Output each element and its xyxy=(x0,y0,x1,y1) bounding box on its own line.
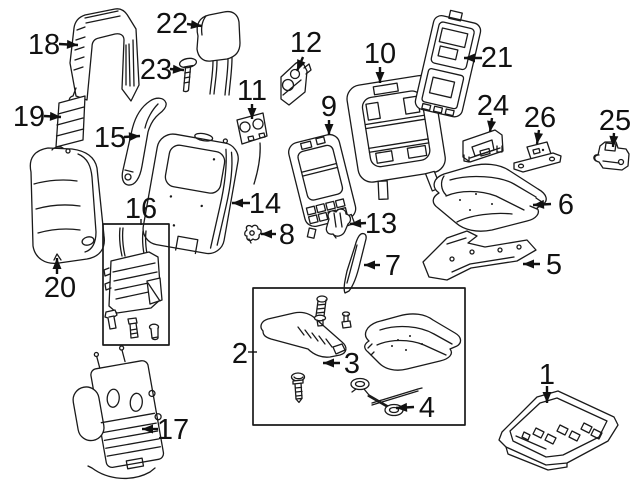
callout-arrowhead-24 xyxy=(487,120,497,132)
part-11-drawing xyxy=(236,112,268,185)
callout-label-10: 10 xyxy=(364,38,396,70)
callout-arrowhead-20 xyxy=(52,258,62,269)
boxed-cushion-drawing xyxy=(364,313,462,371)
callout-label-19: 19 xyxy=(13,101,45,133)
callout-label-23: 23 xyxy=(140,54,172,86)
callout-arrowhead-8 xyxy=(261,229,272,239)
callout-label-14: 14 xyxy=(249,188,281,220)
callout-arrowhead-19 xyxy=(49,111,61,121)
group-2-box xyxy=(252,287,466,426)
callout-arrowhead-25 xyxy=(609,135,619,147)
part-8-drawing xyxy=(244,224,262,244)
callout-arrowhead-14 xyxy=(232,198,243,208)
callout-arrowhead-11 xyxy=(247,108,257,119)
callout-label-24: 24 xyxy=(477,90,509,122)
part-18-drawing xyxy=(68,8,140,105)
part-7-drawing xyxy=(343,232,367,294)
callout-label-20: 20 xyxy=(44,272,76,304)
part-25-drawing xyxy=(593,141,630,171)
part-20-drawing xyxy=(29,146,105,264)
callout-label-6: 6 xyxy=(558,189,574,221)
callout-label-25: 25 xyxy=(599,105,631,137)
part-15-drawing xyxy=(121,97,167,186)
callout-label-18: 18 xyxy=(28,29,60,61)
callout-arrowhead-26 xyxy=(534,132,544,144)
callout-arrowhead-12 xyxy=(297,59,306,71)
part-3-drawing xyxy=(260,295,352,358)
callout-label-8: 8 xyxy=(279,219,295,251)
callout-label-16: 16 xyxy=(125,193,157,225)
callout-arrowhead-1 xyxy=(542,392,552,403)
screw-drawing xyxy=(290,372,306,404)
part-13-drawing xyxy=(325,208,352,239)
callout-label-17: 17 xyxy=(157,414,189,446)
callout-label-4: 4 xyxy=(419,392,435,424)
callout-label-7: 7 xyxy=(385,250,401,282)
part-17-drawing xyxy=(72,345,165,480)
part-23-drawing xyxy=(178,57,198,93)
callout-arrowhead-6 xyxy=(533,199,545,209)
callout-label-1: 1 xyxy=(539,359,555,391)
callout-label-26: 26 xyxy=(524,102,556,134)
part-19-drawing xyxy=(55,95,86,148)
part-24-drawing xyxy=(462,129,504,163)
callout-arrowhead-9 xyxy=(324,124,334,135)
part-21-drawing xyxy=(414,9,482,118)
part-5-drawing xyxy=(422,230,537,281)
part-2-group xyxy=(252,287,466,426)
part-12-drawing xyxy=(280,61,312,106)
callout-arrowhead-17 xyxy=(142,424,153,434)
callout-arrowhead-18 xyxy=(66,39,78,49)
callout-label-9: 9 xyxy=(321,91,337,123)
callout-arrowhead-23 xyxy=(172,64,184,74)
callout-arrowhead-21 xyxy=(464,53,475,63)
group-16-box xyxy=(102,223,170,346)
part-6-drawing xyxy=(432,163,547,232)
part-4-drawing xyxy=(350,377,423,417)
callout-arrowhead-10 xyxy=(375,72,385,83)
callout-label-15: 15 xyxy=(94,122,126,154)
callout-arrowhead-5 xyxy=(523,259,534,269)
callout-label-22: 22 xyxy=(156,8,188,40)
callout-label-13: 13 xyxy=(365,208,397,240)
callout-arrowhead-7 xyxy=(364,260,375,270)
callout-label-11: 11 xyxy=(237,75,267,107)
callout-arrowhead-13 xyxy=(350,218,362,228)
part-16-group xyxy=(102,223,170,346)
callout-arrowhead-4 xyxy=(396,402,408,412)
callout-label-21: 21 xyxy=(481,42,513,74)
callout-arrowhead-3 xyxy=(323,358,334,368)
callout-label-12: 12 xyxy=(290,27,322,59)
callout-arrowhead-15 xyxy=(128,132,140,142)
callout-label-2: 2 xyxy=(232,338,248,370)
callout-label-3: 3 xyxy=(344,348,360,380)
part-22-drawing xyxy=(196,10,241,96)
callout-label-5: 5 xyxy=(546,249,562,281)
part-26-drawing xyxy=(513,141,562,173)
callout-arrowhead-22 xyxy=(190,20,202,30)
part-1-drawing xyxy=(498,390,619,471)
